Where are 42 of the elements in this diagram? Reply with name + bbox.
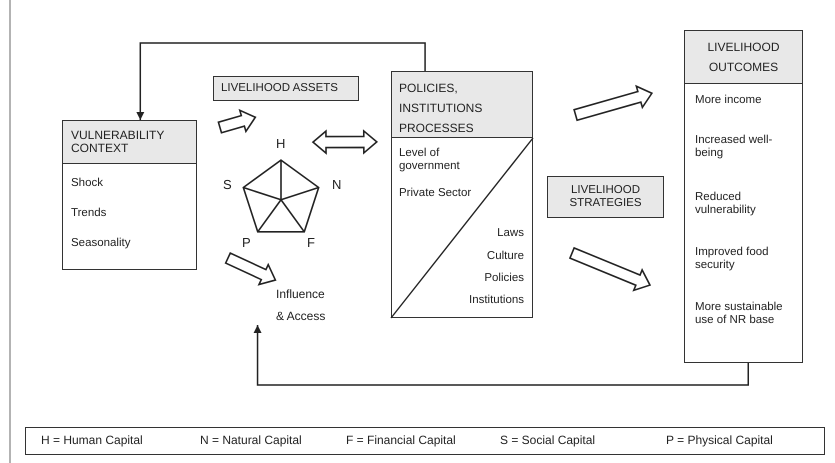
list-item: Reduced vulnerability — [695, 191, 757, 217]
list-item: Laws — [496, 227, 524, 240]
legend-text: P = Physical Capital — [666, 433, 773, 447]
legend-text: H = Human Capital — [41, 433, 143, 447]
list-item: Culture — [486, 250, 524, 263]
list-item: Level of government — [399, 147, 461, 173]
double-block-arrow — [312, 129, 378, 155]
box-heading: VULNERABILITY CONTEXT — [71, 129, 166, 155]
box-heading: LIVELIHOOD STRATEGIES — [568, 184, 642, 210]
block-arrow — [573, 84, 654, 122]
axis-letter: F — [307, 236, 315, 250]
block-arrow — [224, 252, 277, 286]
legend-text: F = Financial Capital — [346, 433, 456, 447]
box-heading: LIVELIHOOD ASSETS — [221, 82, 339, 95]
axis-letter: P — [242, 236, 251, 250]
process-box — [684, 30, 803, 363]
box-heading: POLICIES, INSTITUTIONS PROCESSES — [399, 80, 484, 137]
axis-letter: N — [332, 178, 342, 192]
arrow — [136, 42, 426, 120]
legend-text: S = Social Capital — [500, 433, 596, 447]
list-item: More income — [695, 94, 762, 107]
list-item: More sustainable use of NR base — [695, 301, 784, 327]
label-box — [547, 176, 664, 218]
list-item: Policies — [483, 272, 524, 285]
axis-letter: H — [276, 137, 286, 151]
list-item: Seasonality — [71, 237, 132, 250]
box-heading: LIVELIHOOD OUTCOMES — [706, 39, 781, 76]
block-arrow — [217, 108, 257, 134]
list-item: Shock — [71, 177, 104, 190]
caption-text: Influence & Access — [276, 286, 326, 325]
arrow — [254, 325, 749, 386]
list-item: Improved food security — [695, 246, 770, 272]
legend-text: N = Natural Capital — [200, 433, 302, 447]
process-box — [62, 120, 197, 270]
list-item: Institutions — [468, 294, 524, 307]
list-item: Increased well-being — [695, 134, 774, 160]
process-box — [391, 71, 533, 318]
list-item: Private Sector — [399, 187, 472, 200]
list-item: Trends — [71, 207, 108, 220]
axis-letter: S — [223, 178, 232, 192]
block-arrow — [568, 246, 652, 292]
label-box — [213, 76, 359, 101]
